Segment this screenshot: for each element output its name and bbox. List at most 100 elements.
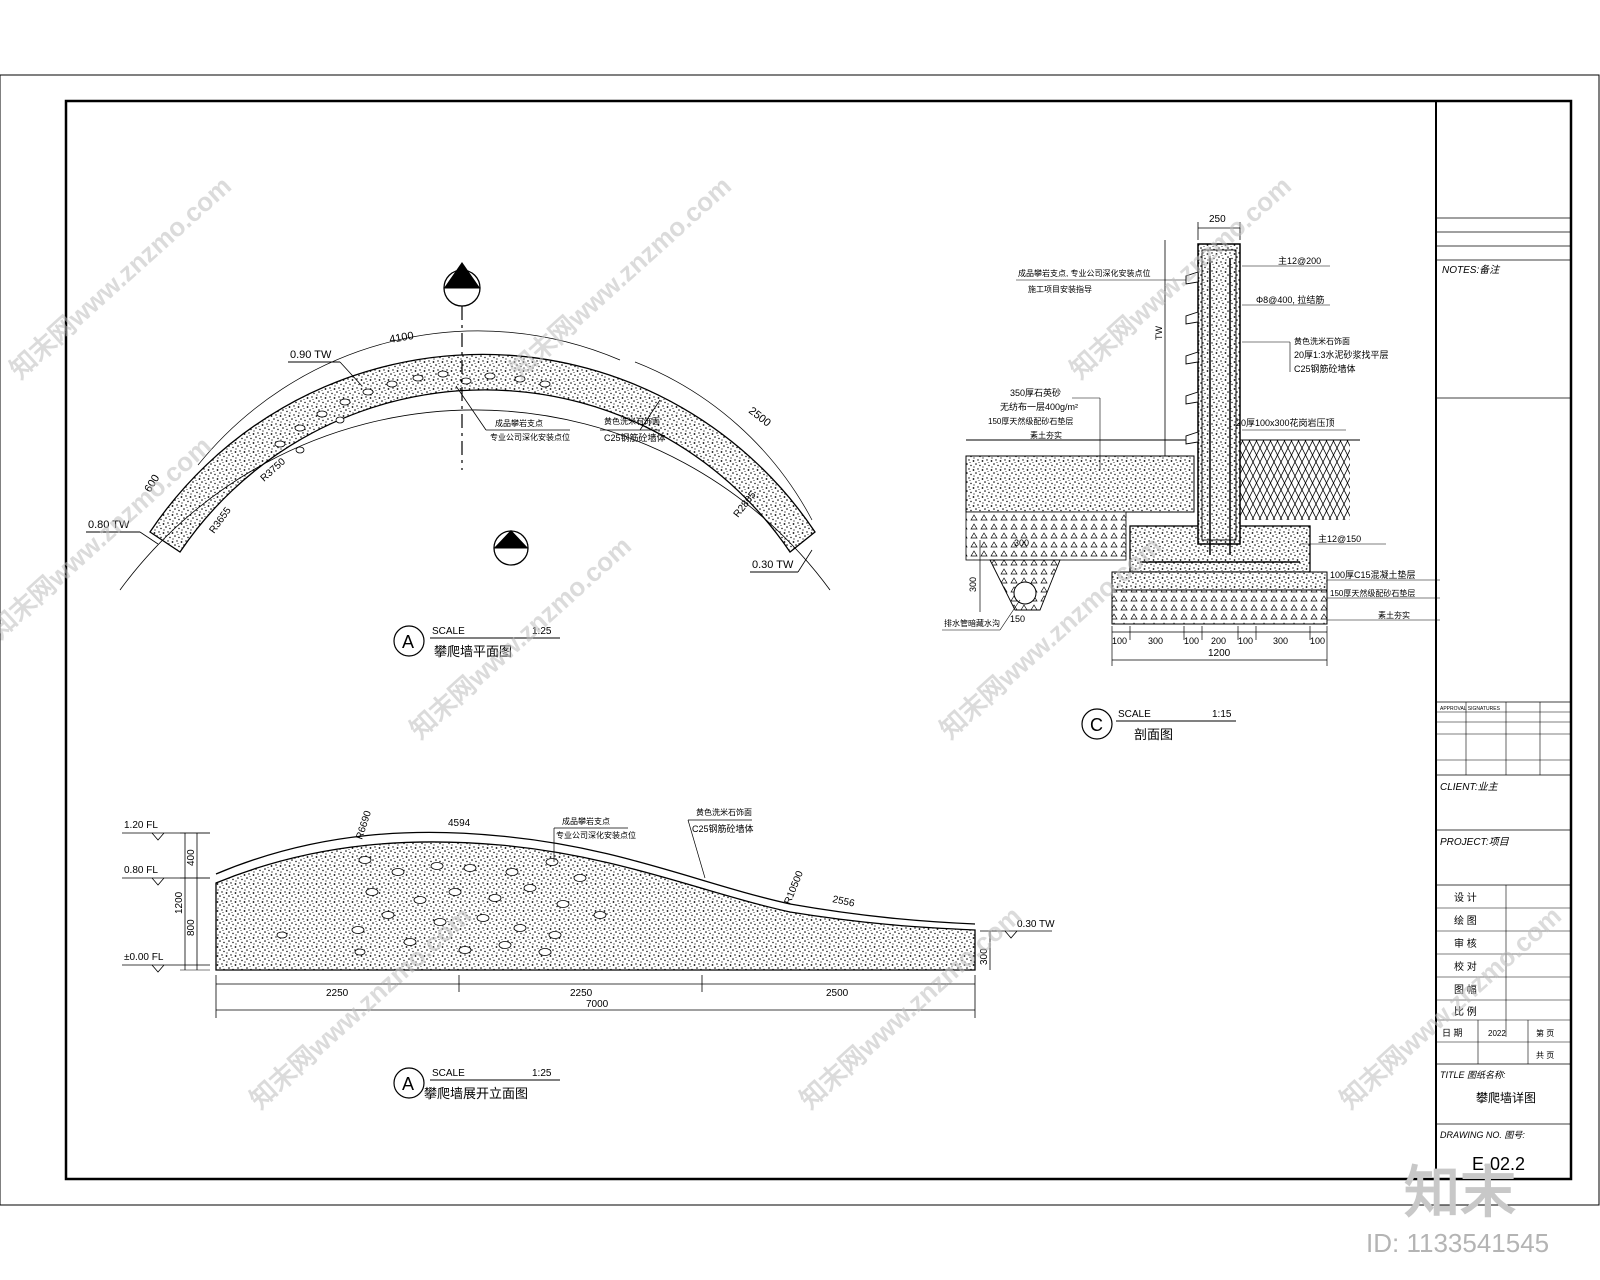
svg-text:1200: 1200 [1208,648,1231,659]
drawing-frame [64,99,1573,1181]
svg-text:1:15: 1:15 [1212,709,1232,720]
elev-level-000: ±0.00 FL [122,952,210,973]
plan-climbing-holds [274,370,551,454]
section-symbol-top [443,262,481,470]
elevation-climbing-holds [276,856,607,956]
svg-text:素土夯实: 素土夯实 [1378,610,1410,620]
svg-text:绘 图: 绘 图 [1454,914,1477,927]
watermark-logo: 知末 [1404,1161,1516,1224]
svg-text:比 例: 比 例 [1454,1005,1477,1018]
title-block: NOTES:备注 APPROVAL SIGNATURES CLIENT:业主 P… [1436,217,1571,1174]
svg-text:150厚天然级配砂石垫层: 150厚天然级配砂石垫层 [988,416,1073,426]
project-label: PROJECT:项目 [1440,837,1510,848]
svg-text:专业公司深化安装点位: 专业公司深化安装点位 [556,830,636,840]
section-notes-left: 成品攀岩支点, 专业公司深化安装点位 施工项目安装指导 350厚石英砂 无纺布一… [942,268,1186,631]
section-view: TW 250 成品攀岩支点, 专业公司深化安装点位 施工项目安装指导 350厚石… [942,214,1440,742]
svg-text:150厚天然级配砂石垫层: 150厚天然级配砂石垫层 [1330,588,1415,598]
elev-chord-2556: 2556 [831,894,855,909]
svg-text:日 期: 日 期 [1442,1028,1463,1038]
svg-text:7000: 7000 [586,999,609,1010]
drawing-number: E-02.2 [1472,1154,1525,1174]
plan-title: A SCALE 1:25 攀爬墙平面图 [393,625,560,659]
svg-text:1200: 1200 [174,891,185,914]
svg-text:第 页: 第 页 [1536,1028,1554,1038]
svg-text:专业公司深化安装点位: 专业公司深化安装点位 [490,432,570,442]
svg-text:设 计: 设 计 [1454,891,1477,904]
svg-text:350厚石英砂: 350厚石英砂 [1010,387,1061,398]
svg-text:300: 300 [979,948,990,965]
elevation-wall-body [215,841,976,971]
svg-text:C: C [1090,715,1103,735]
svg-text:2250: 2250 [570,988,593,999]
section-title: C SCALE 1:15 剖面图 [1081,708,1236,742]
section-symbol-center [493,530,529,566]
svg-text:A: A [402,1074,414,1094]
svg-text:2250: 2250 [326,988,349,999]
svg-text:无纺布一层400g/m²: 无纺布一层400g/m² [1000,401,1078,412]
client-label: CLIENT:业主 [1440,781,1499,793]
svg-text:±0.00 FL: ±0.00 FL [124,952,164,963]
svg-text:主12@150: 主12@150 [1318,533,1361,544]
elev-radius-6690: R6690 [354,809,374,841]
svg-text:A: A [402,632,414,652]
section-earth-hatch-right [1240,440,1350,520]
elevation-coping-line [215,831,976,925]
svg-text:黄色洗米石饰面: 黄色洗米石饰面 [604,416,660,426]
section-bottom-dims: 100 300 100 200 100 300 100 1200 [1111,626,1328,666]
watermarks: 知末网www.znzmo.com 知末网www.znzmo.com 知末网www… [0,170,1567,1258]
svg-text:300: 300 [1148,636,1163,646]
svg-text:成品攀岩支点: 成品攀岩支点 [495,418,543,428]
svg-text:0.90 TW: 0.90 TW [290,349,332,361]
svg-text:C25钢筋砼墙体: C25钢筋砼墙体 [1294,363,1356,374]
svg-text:400: 400 [186,849,197,866]
elev-chord-4594: 4594 [448,818,471,829]
svg-text:0.80 TW: 0.80 TW [88,519,130,531]
svg-text:排水管暗藏水沟: 排水管暗藏水沟 [944,618,1000,628]
svg-text:成品攀岩支点: 成品攀岩支点 [562,816,610,826]
watermark-text: 知末网www.znzmo.com [4,170,237,384]
plan-level-left: 0.80 TW [86,519,159,545]
svg-text:300: 300 [1014,538,1029,548]
svg-text:200: 200 [1211,636,1226,646]
svg-text:1:25: 1:25 [532,1068,552,1079]
elev-level-tw030: 0.30 TW [980,919,1055,939]
outer-sheet-border [0,74,1600,1206]
elev-note-holds: 成品攀岩支点 专业公司深化安装点位 [553,816,636,862]
plan-level-top: 0.90 TW [288,349,363,387]
svg-text:成品攀岩支点, 专业公司深化安装点位: 成品攀岩支点, 专业公司深化安装点位 [1018,268,1150,278]
svg-text:素土夯实: 素土夯实 [1030,430,1062,440]
svg-text:100: 100 [1238,636,1253,646]
signature-rows: 设 计 绘 图 审 核 校 对 图 幅 比 例 [1436,885,1571,1037]
svg-text:100: 100 [1310,636,1325,646]
section-concrete-base [1111,571,1328,591]
svg-text:SCALE: SCALE [432,626,465,637]
svg-text:Φ8@400, 拉结筋: Φ8@400, 拉结筋 [1256,294,1324,305]
svg-text:100厚C15混凝土垫层: 100厚C15混凝土垫层 [1330,569,1416,580]
svg-text:0.30 TW: 0.30 TW [1017,919,1055,930]
svg-text:黄色洗米石饰面: 黄色洗米石饰面 [1294,336,1350,346]
svg-text:20厚100x300花岗岩压顶: 20厚100x300花岗岩压顶 [1236,417,1335,428]
elevation-view: 1.20 FL 0.80 FL ±0.00 FL 0.30 TW 400 [122,807,1055,1101]
drawing-no-label: DRAWING NO. 图号: [1440,1130,1525,1140]
approval-label: APPROVAL SIGNATURES [1440,706,1501,712]
plan-dim-arc-right [634,361,813,521]
plan-dim-arc-right: 2500 [746,405,773,430]
section-climbing-holds [1185,271,1199,445]
svg-text:校 对: 校 对 [1454,960,1477,973]
section-sand-layer [965,455,1195,513]
section-wall-height-label: TW [1154,326,1164,340]
svg-text:C25钢筋砼墙体: C25钢筋砼墙体 [604,432,666,443]
svg-text:施工项目安装指导: 施工项目安装指导 [1028,284,1092,294]
section-drain-pipe [1013,581,1037,605]
notes-label: NOTES:备注 [1442,264,1500,276]
svg-text:2500: 2500 [826,988,849,999]
plan-wall-band [149,353,816,553]
section-notes-right: 主12@200 Φ8@400, 拉结筋 黄色洗米石饰面 20厚1:3水泥砂浆找平… [1236,255,1440,621]
svg-text:C25钢筋砼墙体: C25钢筋砼墙体 [692,823,754,834]
title-label: TITLE 图纸名称: [1440,1070,1506,1080]
date-sheet-row: 日 期 2022 第 页 共 页 [1436,1020,1571,1065]
svg-text:黄色洗米石饰面: 黄色洗米石饰面 [696,807,752,817]
plan-view: 4100 2500 600 R3750 R3655 R2865 0.90 TW … [86,262,831,659]
plan-note-finish: 黄色洗米石饰面 C25钢筋砼墙体 [600,399,666,443]
